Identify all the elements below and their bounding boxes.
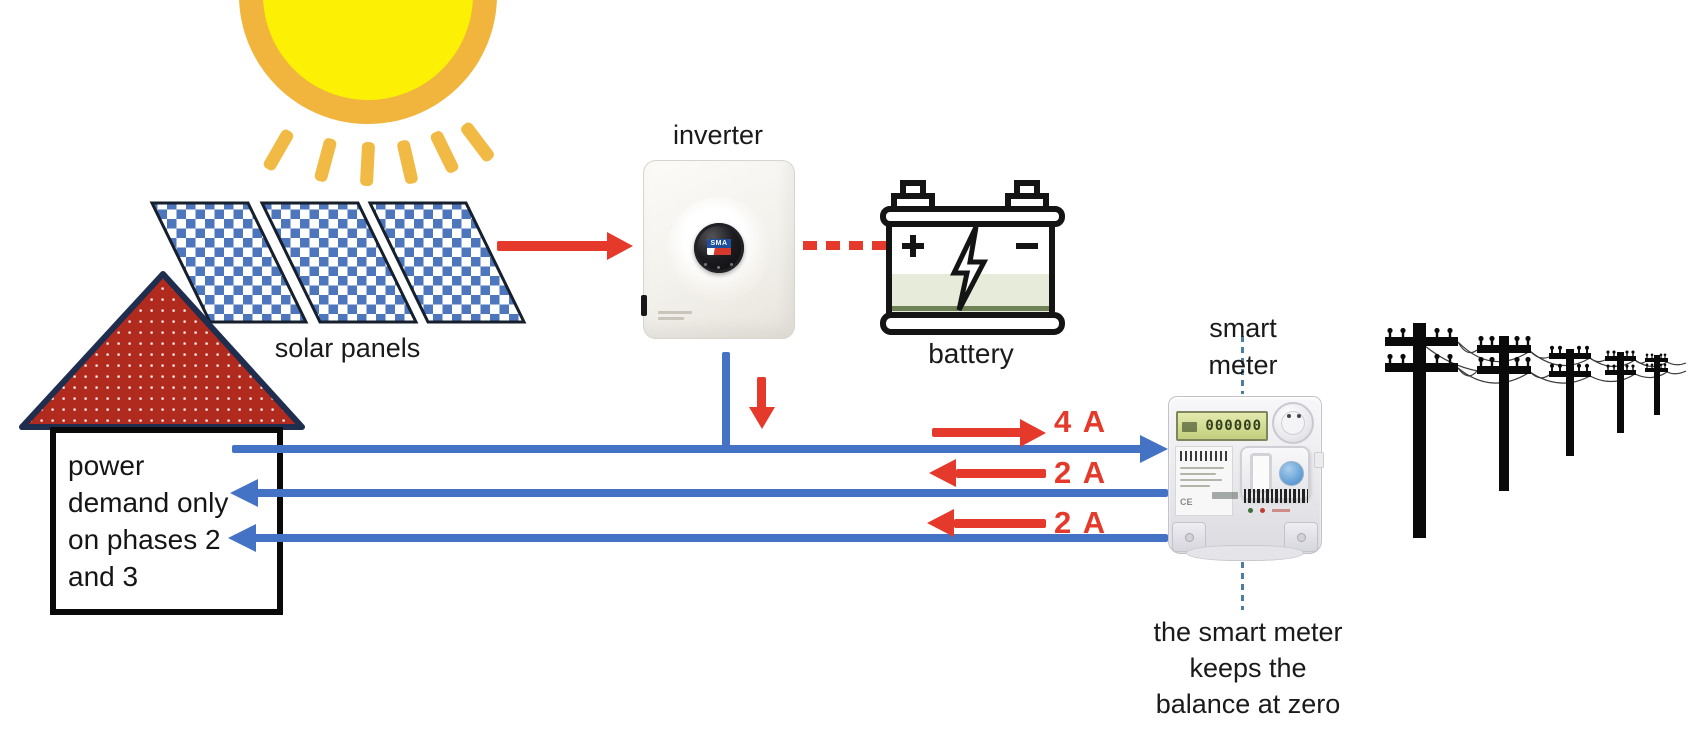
sun-icon (239, 0, 497, 124)
inverter-led (717, 266, 720, 269)
phase3-wire (254, 534, 1168, 542)
sun-ray-icon (261, 127, 296, 173)
meter-base (1186, 545, 1304, 561)
smart-meter-label-line: meter (1208, 350, 1278, 380)
meter-serial-barcode (1180, 451, 1228, 461)
meter-brand-text (1212, 492, 1238, 499)
sun-ray-icon (396, 139, 419, 185)
smart-meter-device: 000000 CE (1168, 396, 1324, 564)
meter-fineprint (1180, 473, 1216, 475)
sma-logo: SMA (707, 239, 731, 255)
house-demand-note: power demand only on phases 2 and 3 (68, 447, 228, 595)
battery-label: battery (928, 338, 1014, 369)
meter-guide-dash-top (1241, 336, 1244, 394)
house-note-line: and 3 (68, 561, 139, 592)
meter-push-button (1279, 461, 1304, 486)
phase1-wire (232, 445, 1142, 453)
meter-barcode (1244, 489, 1308, 503)
inverter-output-arrowhead-icon (749, 407, 775, 429)
smart-meter-label: smart meter (1165, 310, 1321, 384)
sma-logo-text: SMA (707, 239, 731, 248)
house-note-line: on phases 2 (68, 524, 221, 555)
phase1-arrowhead-right-icon (1140, 435, 1168, 463)
house-body: power demand only on phases 2 and 3 (50, 427, 283, 615)
flow-2a-phase2-label: 2 A (1054, 455, 1108, 490)
inverter-side-connector (641, 295, 647, 316)
meter-fineprint (1180, 485, 1210, 487)
smart-meter-label-line: smart (1209, 313, 1277, 343)
meter-screw (1297, 533, 1306, 542)
battery-icon (880, 180, 1065, 335)
lcd-register-code (1182, 422, 1197, 432)
meter-nameplate: CE (1175, 446, 1233, 516)
phase2-arrowhead-left-icon (230, 479, 258, 507)
flow-2a-phase2-arrow (956, 469, 1046, 478)
meter-led-red (1260, 508, 1265, 513)
ce-mark: CE (1180, 497, 1193, 507)
flow-4a-label: 4 A (1054, 404, 1108, 439)
house-note-line: power (68, 450, 145, 481)
power-grid-poles-icon (1385, 323, 1687, 538)
inverter-drop-wire (722, 352, 730, 446)
meter-seal-inner (1281, 411, 1305, 435)
solar-panels-icon (149, 201, 527, 324)
pv-to-inverter-arrowhead-icon (607, 232, 633, 260)
flow-2a-phase3-arrowhead-icon (927, 509, 954, 537)
meter-led-green (1248, 508, 1253, 513)
house-roof-icon (19, 271, 305, 430)
flow-4a-arrowhead-icon (1020, 419, 1046, 447)
pv-to-inverter-arrow (497, 241, 609, 251)
sun-ray-icon (429, 129, 460, 175)
flow-2a-phase3-arrow (954, 519, 1046, 528)
solar-panels-label: solar panels (274, 333, 421, 363)
smart-meter-caption: the smart meter keeps the balance at zer… (1098, 614, 1398, 722)
phase3-arrowhead-left-icon (228, 524, 256, 552)
caption-line: the smart meter (1153, 617, 1343, 647)
meter-fineprint (1180, 467, 1224, 469)
inverter-output-arrow (757, 377, 766, 409)
meter-fineprint (1180, 479, 1222, 481)
inverter-unit: SMA (641, 160, 795, 339)
lcd-reading: 000000 (1205, 418, 1262, 434)
flow-2a-phase2-arrowhead-icon (929, 459, 956, 487)
meter-mount-tab (1284, 522, 1318, 552)
sun-ray-icon (359, 141, 376, 187)
meter-side-clip (1314, 452, 1324, 468)
meter-seal-dial (1272, 402, 1314, 444)
inverter-fineprint (658, 311, 692, 314)
sma-logo-swoosh (707, 248, 731, 255)
flow-4a-arrow (932, 428, 1022, 437)
meter-screw (1185, 533, 1194, 542)
meter-led-caption (1272, 509, 1290, 512)
meter-seal-dot (1287, 414, 1291, 418)
smart-meter-lcd: 000000 (1176, 411, 1268, 441)
inverter-display-dial: SMA (694, 223, 744, 273)
sun-ray-icon (459, 120, 496, 164)
inverter-fineprint (658, 317, 684, 320)
phase2-wire (256, 489, 1168, 497)
inverter-led (704, 263, 707, 266)
meter-terminal-flap (1250, 453, 1272, 493)
sun-ray-icon (313, 137, 338, 183)
meter-seal-dot (1297, 414, 1301, 418)
caption-line: balance at zero (1155, 689, 1341, 719)
inverter-battery-dashed-link (803, 241, 886, 250)
flow-2a-phase3-label: 2 A (1054, 505, 1108, 540)
caption-line: keeps the (1189, 653, 1307, 683)
house-note-line: demand only (68, 487, 229, 518)
meter-guide-dash-bottom (1241, 562, 1244, 610)
inverter-led (730, 263, 733, 266)
inverter-label: inverter (672, 120, 764, 150)
